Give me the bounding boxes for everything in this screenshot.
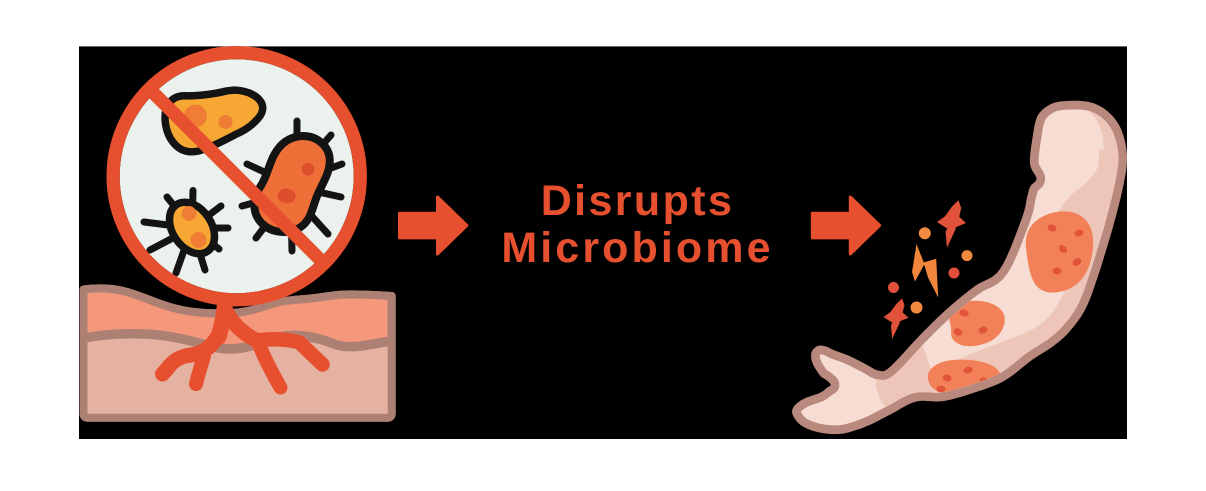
svg-text:Disrupts: Disrupts <box>541 177 735 225</box>
svg-text:Microbiome: Microbiome <box>501 224 773 272</box>
